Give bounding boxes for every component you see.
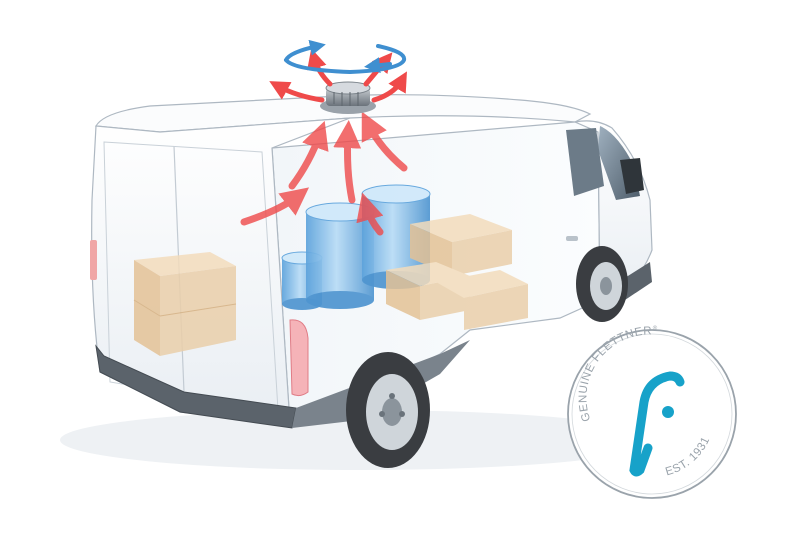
- seal-inner-ring: [571, 333, 733, 495]
- airflow-arrow-icon: [361, 111, 408, 172]
- van-cab: [566, 120, 653, 306]
- rear-wheel: [346, 352, 430, 468]
- seal-ring: [567, 329, 737, 499]
- airflow-arrow-icon: [269, 81, 325, 103]
- airflow-arrow-icon: [288, 120, 329, 190]
- door-handle: [566, 236, 578, 241]
- front-wheel: [576, 246, 628, 322]
- cab-side-window: [566, 128, 604, 196]
- cargo: [133, 184, 528, 356]
- airflow-arrows-internal: [240, 111, 408, 236]
- airflow-arrow-icon: [371, 71, 407, 103]
- registered-mark: ®: [652, 325, 658, 332]
- flettner-f-mark-icon: [629, 371, 685, 477]
- rotation-arrow-icon: [284, 39, 407, 75]
- airflow-arrow-icon: [240, 187, 310, 226]
- airflow-arrow-icon: [356, 192, 384, 236]
- left-tail-light: [90, 240, 97, 280]
- airflow-arrow-icon: [333, 120, 362, 204]
- right-tail-light: [289, 319, 309, 397]
- cargo-box-stack-left: [133, 252, 237, 356]
- flettner-rotary-ventilator-icon: [320, 81, 376, 114]
- genuine-flettner-seal: GENUINE FLETTNER® EST. 1931: [567, 325, 737, 499]
- side-mirror: [620, 158, 644, 194]
- cargo-box-stack-right: [386, 214, 528, 330]
